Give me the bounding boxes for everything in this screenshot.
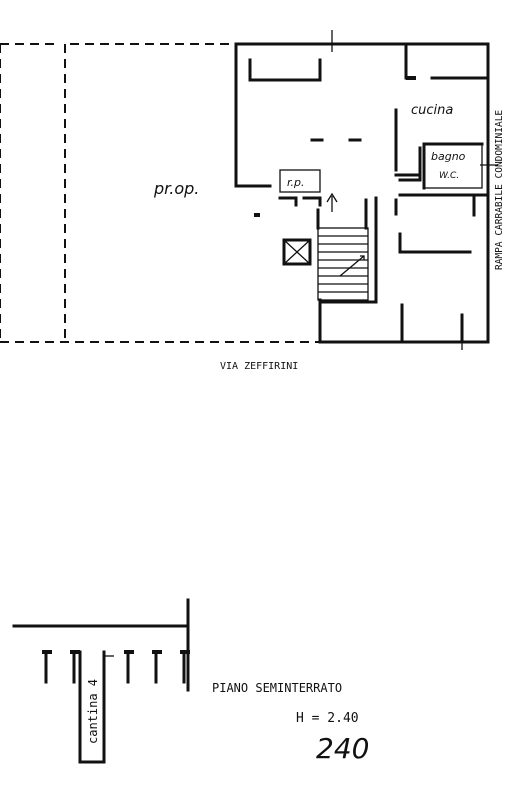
floor-label: PIANO SEMINTERRATO	[212, 681, 342, 695]
bagno-wc-room	[422, 142, 484, 190]
wc-label: W.C.	[439, 171, 459, 181]
ripostiglio-label: r.p.	[287, 176, 305, 189]
cantina-4-room	[78, 650, 114, 764]
building-walls	[234, 30, 498, 350]
height-label: H = 2.40	[296, 711, 359, 726]
ground-floor-plan	[0, 30, 498, 350]
bagno-label: bagno	[431, 150, 466, 163]
basement-plan	[12, 598, 190, 764]
entrance-arrow	[326, 192, 338, 212]
cucina-label: cucina	[411, 103, 453, 118]
cantina-label: cantina 4	[86, 679, 100, 744]
street-label: VIA ZEFFIRINI	[220, 361, 298, 372]
ramp-label: RAMPA CARRABILE CONDOMINIALE	[494, 110, 505, 270]
ripostiglio-room	[278, 169, 322, 207]
handwritten-note: 240	[316, 732, 369, 765]
interior-walls	[248, 42, 490, 344]
proprieta-label: pr.op.	[153, 179, 199, 198]
elevator-shaft	[282, 238, 312, 266]
property-boundary	[0, 43, 320, 343]
cellar-dividers	[42, 650, 190, 684]
staircase	[316, 198, 369, 301]
